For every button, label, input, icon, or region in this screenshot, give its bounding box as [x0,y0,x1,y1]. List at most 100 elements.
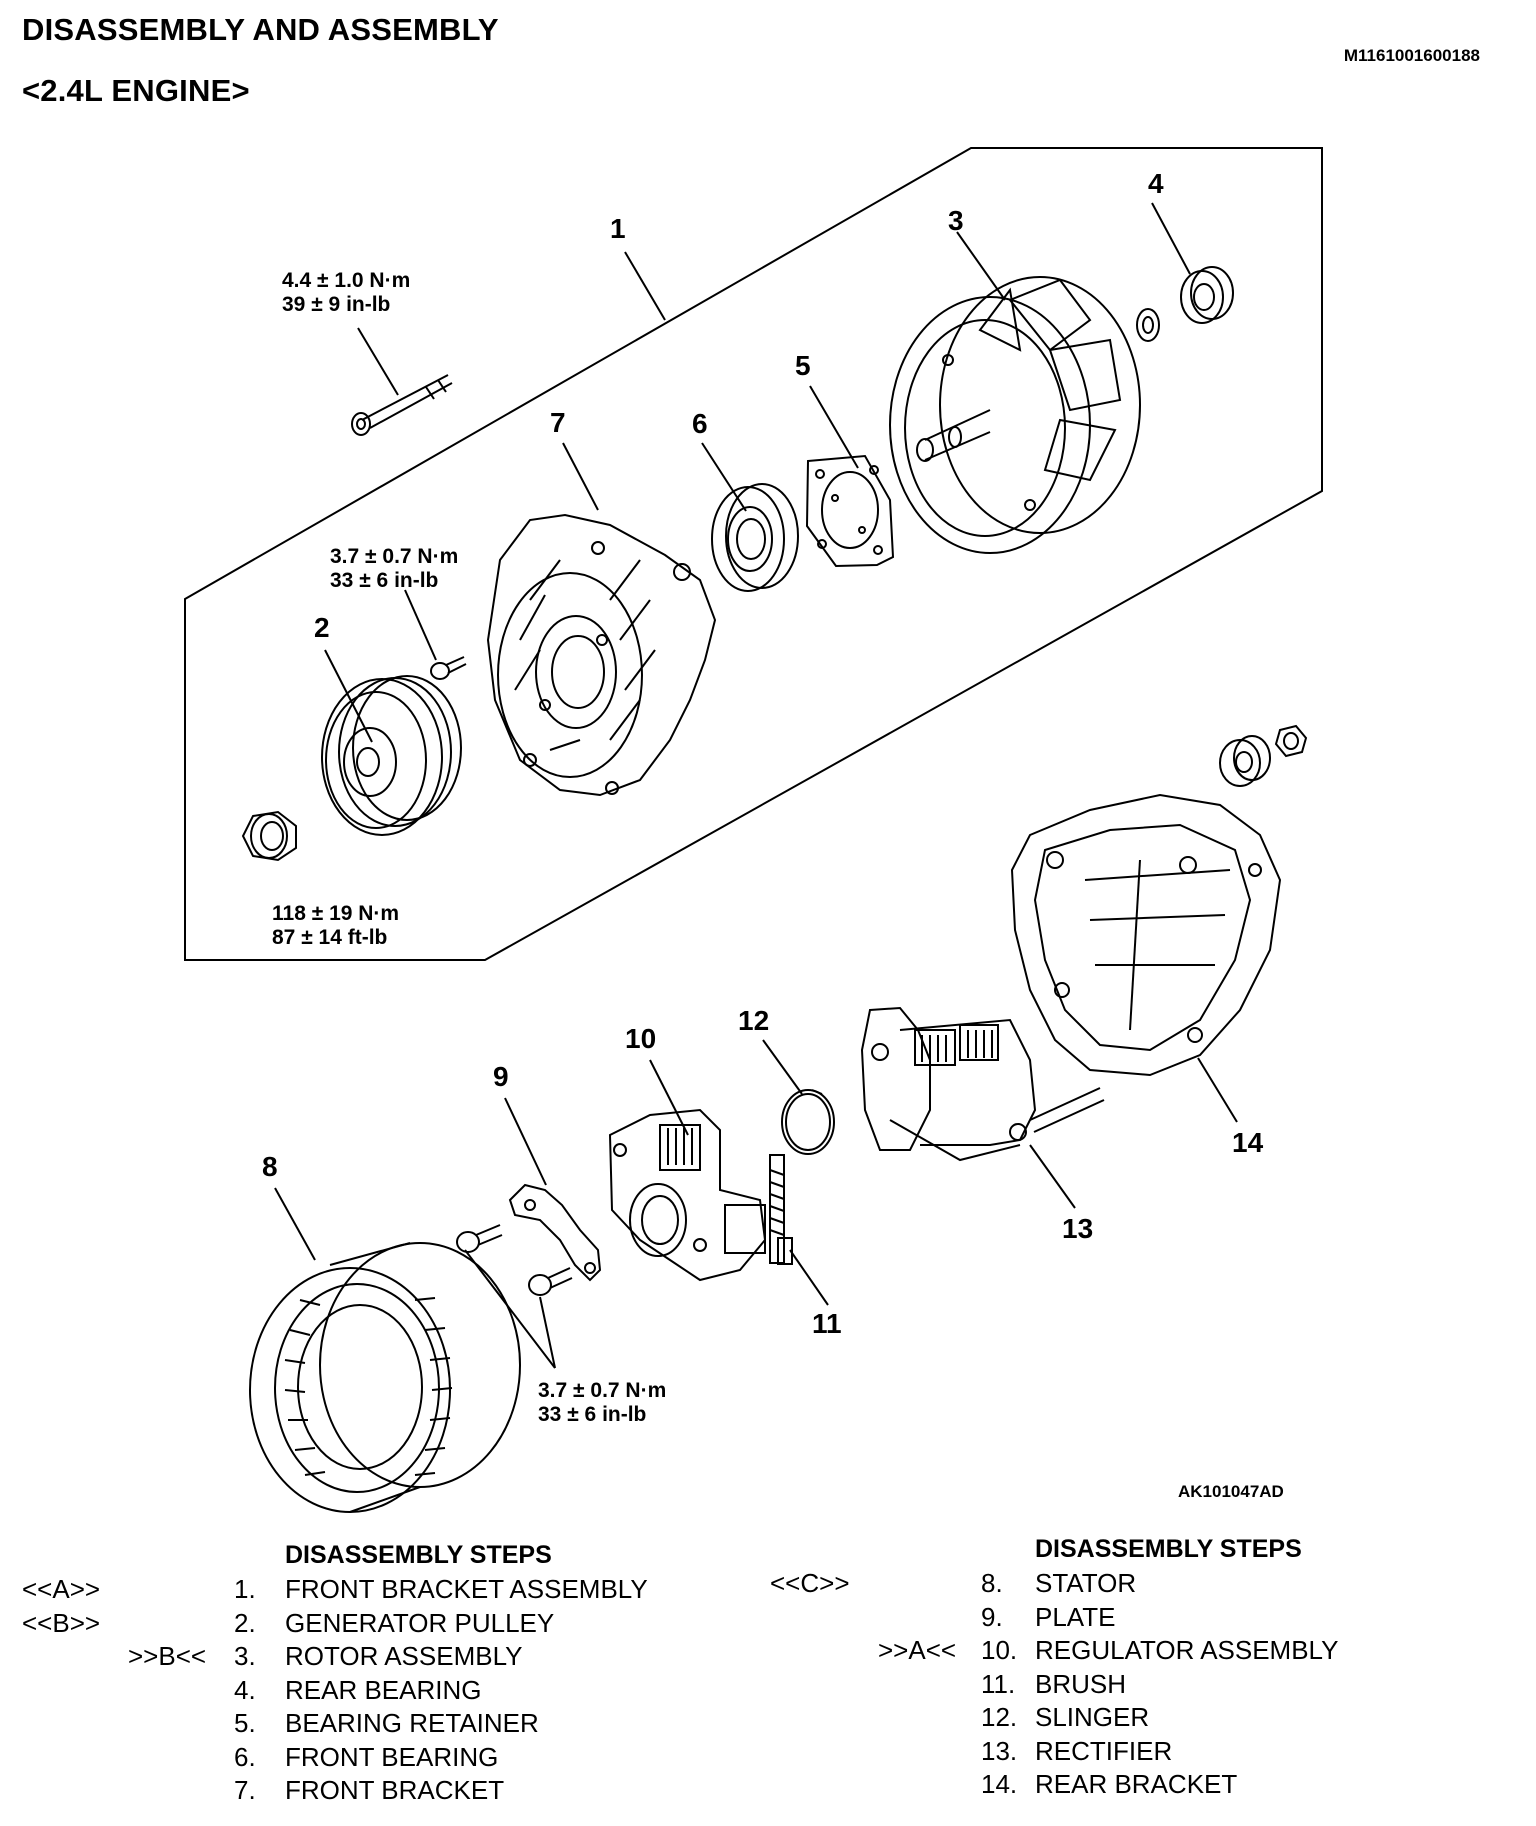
step-7: 7. FRONT BRACKET [0,1775,720,1809]
leader-line-7 [562,442,599,511]
step-3-name: ROTOR ASSEMBLY [285,1641,523,1671]
stator-drawing [249,1242,521,1513]
step-2-ref-left: <<B>> [22,1607,101,1638]
steps-left-list: <<A>> 1. FRONT BRACKET ASSEMBLY <<B>> 2.… [0,1574,720,1809]
callout-9: 9 [493,1061,509,1092]
callout-13: 13 [1062,1213,1093,1244]
step-2-name: GENERATOR PULLEY [285,1607,555,1638]
torque-bolt-imperial: 39 ± 9 in-lb [282,293,390,316]
step-10: >>A<< 10. REGULATOR ASSEMBLY [0,1635,1500,1669]
leader-line-10 [649,1059,689,1136]
front-bearing-drawing [711,483,799,592]
step-5-name: BEARING RETAINER [285,1708,539,1738]
callout-14: 14 [1232,1127,1264,1158]
rear-bracket-drawing [1010,793,1282,1077]
step-2: <<B>> 2. GENERATOR PULLEY [0,1608,720,1642]
leader-line-12 [762,1039,803,1095]
step-5-number: 5. [234,1708,256,1738]
steps-left-heading: DISASSEMBLY STEPS [285,1541,552,1569]
leader-line-2 [324,649,373,743]
step-12-name: SLINGER [1035,1702,1150,1732]
figure-code: AK101047AD [1178,1482,1284,1501]
leader-line-14 [1197,1057,1238,1123]
leader-line-8 [274,1187,316,1261]
step-1: <<A>> 1. FRONT BRACKET ASSEMBLY [0,1574,720,1608]
step-8-name: STATOR [1035,1568,1137,1598]
rotor-assembly-drawing [889,276,1141,554]
bearing-retainer-drawing [805,454,895,568]
step-7-number: 7. [234,1775,256,1805]
step-13-number: 13. [981,1735,1018,1766]
step-8-number: 8. [981,1568,1003,1598]
slinger-drawing [781,1089,835,1155]
step-6-name: FRONT BEARING [285,1741,499,1772]
step-8: <<C>> 8. STATOR [0,1568,1500,1602]
document-code: M1161001600188 [1343,46,1480,65]
step-9-number: 9. [981,1601,1003,1632]
pulley-nut-drawing [241,810,297,862]
step-6: 6. FRONT BEARING [0,1742,720,1776]
leader-line-5 [809,385,859,469]
torque-pulley-nut-imperial: 87 ± 14 ft-lb [272,926,387,949]
leader-line-4 [1151,202,1191,275]
torque-plate-screws-metric: 3.7 ± 0.7 N·m [538,1379,666,1402]
step-11-name: BRUSH [1035,1668,1127,1699]
torque-bolt-metric: 4.4 ± 1.0 N·m [282,269,410,292]
leader-line-1 [624,251,666,321]
step-4-name: REAR BEARING [285,1674,482,1705]
rear-bracket-nuts-drawing [1219,724,1308,787]
step-9: 9. PLATE [0,1602,1500,1636]
front-screw-drawing [430,656,467,680]
callout-3: 3 [948,205,964,236]
step-3-number: 3. [234,1641,256,1671]
step-10-name: REGULATOR ASSEMBLY [1035,1635,1339,1665]
plate-drawing [508,1183,602,1282]
step-11-number: 11. [981,1668,1016,1699]
step-2-number: 2. [234,1607,256,1638]
callout-12: 12 [738,1005,769,1036]
leader-line-plate-screw-2 [539,1296,556,1369]
generator-pulley-drawing [321,675,462,836]
torque-front-screw-imperial: 33 ± 6 in-lb [330,569,438,592]
step-3: >>B<< 3. ROTOR ASSEMBLY [0,1641,720,1675]
step-1-name: FRONT BRACKET ASSEMBLY [285,1574,648,1604]
page-title: DISASSEMBLY AND ASSEMBLY [22,12,499,47]
through-bolt-drawing [351,374,453,436]
step-14-name: REAR BRACKET [1035,1769,1238,1799]
step-7-name: FRONT BRACKET [285,1775,505,1805]
step-4-number: 4. [234,1674,256,1705]
leader-line-11 [789,1249,829,1306]
torque-plate-screws-imperial: 33 ± 6 in-lb [538,1403,646,1426]
leader-line-bolt [357,327,399,396]
callout-1: 1 [610,213,626,244]
leader-line-6 [701,442,747,512]
callout-7: 7 [550,407,566,438]
leader-line-plate-screw-1 [464,1249,556,1369]
rectifier-drawing [860,1006,1105,1162]
step-12-number: 12. [981,1702,1018,1732]
leader-line-9 [504,1097,547,1186]
front-bracket-drawing [486,513,717,797]
step-14-number: 14. [981,1769,1018,1799]
regulator-assembly-drawing [608,1108,767,1282]
step-1-number: 1. [234,1574,256,1604]
engine-subtitle: <2.4L ENGINE> [22,73,250,108]
callout-11: 11 [812,1308,842,1339]
plate-screws-drawing [456,1224,573,1296]
step-11: 11. BRUSH [0,1669,1500,1703]
callout-6: 6 [692,408,708,439]
front-bracket-assembly-outline [184,147,1323,961]
brush-drawing [769,1154,793,1265]
exploded-view-diagram: 1 2 3 4 5 6 7 8 9 10 11 12 13 14 4.4 ± 1… [184,147,1323,1513]
step-4: 4. REAR BEARING [0,1675,720,1709]
torque-pulley-nut-metric: 118 ± 19 N·m [272,902,399,925]
callout-2: 2 [314,612,330,643]
step-13: 13. RECTIFIER [0,1736,1500,1770]
steps-right-heading: DISASSEMBLY STEPS [1035,1535,1302,1563]
step-1-ref-left: <<A>> [22,1574,101,1604]
torque-front-screw-metric: 3.7 ± 0.7 N·m [330,545,458,568]
step-10-ref-right: >>A<< [878,1635,957,1665]
leader-line-3 [956,231,1006,301]
step-14: 14. REAR BRACKET [0,1769,1500,1803]
callout-10: 10 [625,1023,656,1054]
